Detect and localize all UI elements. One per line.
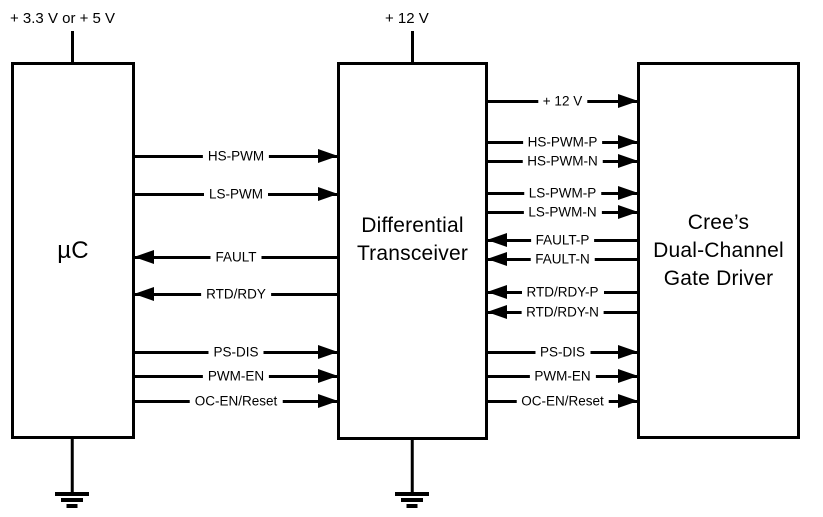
ground-bar [66, 504, 78, 508]
mcu-supply-label: + 3.3 V or + 5 V [10, 10, 116, 27]
mcu-label: µC [57, 236, 89, 264]
transceiver-label-line1: Differential [361, 214, 464, 237]
arrow-right-icon [618, 394, 638, 409]
ground-symbol-transceiver [394, 437, 430, 509]
wire-hs-pwm-p: HS-PWM-P [488, 135, 638, 150]
wire-oc-en-reset-right: OC-EN/Reset [488, 394, 638, 409]
arrow-right-icon [618, 154, 638, 169]
wire-label: HS-PWM [202, 149, 270, 163]
block-differential-transceiver: Differential Transceiver [337, 62, 488, 440]
wire-rtd-rdy: RTD/RDY [134, 287, 337, 302]
wire-label: PS-DIS [208, 345, 264, 359]
arrow-left-icon [134, 287, 154, 302]
wire-label: FAULT-N [530, 252, 595, 266]
wire-ls-pwm-p: LS-PWM-P [488, 186, 638, 201]
wire-ls-pwm-n: LS-PWM-N [488, 205, 638, 220]
ground-stem-line [70, 437, 74, 492]
wire-label: HS-PWM-N [522, 154, 603, 168]
wire-label: RTD/RDY [201, 287, 271, 301]
arrow-right-icon [318, 149, 338, 164]
arrow-right-icon [618, 345, 638, 360]
arrow-left-icon [487, 285, 507, 300]
wire-label: PWM-EN [529, 369, 596, 383]
wire-rtd-rdy-p: RTD/RDY-P [487, 285, 637, 300]
arrow-right-icon [318, 187, 338, 202]
wire-rtd-rdy-n: RTD/RDY-N [487, 305, 637, 320]
block-mcu: µC [11, 62, 135, 439]
wire-hs-pwm: HS-PWM [135, 149, 338, 164]
wire-label: OC-EN/Reset [516, 394, 609, 408]
wire-hs-pwm-n: HS-PWM-N [488, 154, 638, 169]
ground-bar [406, 504, 418, 508]
arrow-left-icon [487, 233, 507, 248]
transceiver-label-line2: Transceiver [356, 242, 469, 265]
ground-bar [395, 492, 429, 496]
wire-fault-p: FAULT-P [487, 233, 637, 248]
arrow-left-icon [487, 305, 507, 320]
wire-label: LS-PWM-N [523, 205, 602, 219]
gate-driver-label-line2: Dual-Channel [653, 238, 784, 262]
wire-label: LS-PWM-P [523, 186, 602, 200]
arrow-right-icon [618, 205, 638, 220]
wire-ls-pwm: LS-PWM [135, 187, 338, 202]
arrow-right-icon [618, 135, 638, 150]
arrow-right-icon [318, 394, 338, 409]
wire-label: RTD/RDY-P [521, 285, 604, 299]
ground-stem-line [410, 437, 414, 492]
wire-ps-dis-right: PS-DIS [488, 345, 638, 360]
block-gate-driver: Cree’s Dual-Channel Gate Driver [637, 62, 800, 439]
wire-fault: FAULT [134, 250, 337, 265]
wire-label: LS-PWM [204, 187, 268, 201]
wire-12v: + 12 V [488, 94, 638, 109]
arrow-right-icon [318, 345, 338, 360]
arrow-left-icon [134, 250, 154, 265]
ground-bar [55, 492, 89, 496]
wire-label: FAULT [210, 250, 262, 264]
transceiver-supply-stub-line [411, 31, 414, 62]
ground-symbol-mcu [54, 437, 90, 509]
wire-pwm-en-right: PWM-EN [488, 369, 638, 384]
wire-label: FAULT-P [530, 233, 595, 247]
gate-driver-label-line3: Gate Driver [663, 266, 774, 290]
wire-label: OC-EN/Reset [189, 394, 283, 408]
ground-bar [401, 498, 423, 502]
arrow-right-icon [618, 186, 638, 201]
mcu-supply-stub-line [71, 31, 74, 62]
ground-bar [61, 498, 83, 502]
wire-label: HS-PWM-P [522, 135, 603, 149]
wire-ps-dis: PS-DIS [135, 345, 338, 360]
wire-pwm-en: PWM-EN [135, 369, 338, 384]
wire-fault-n: FAULT-N [487, 252, 637, 267]
wire-label: PS-DIS [534, 345, 591, 359]
wire-oc-en-reset: OC-EN/Reset [135, 394, 338, 409]
arrow-right-icon [318, 369, 338, 384]
arrow-right-icon [618, 94, 638, 109]
wire-label: + 12 V [537, 94, 588, 108]
arrow-left-icon [487, 252, 507, 267]
wire-label: RTD/RDY-N [521, 305, 604, 319]
transceiver-label: Differential Transceiver [357, 212, 468, 268]
arrow-right-icon [618, 369, 638, 384]
gate-driver-label-line1: Cree’s [687, 210, 750, 234]
transceiver-supply-label: + 12 V [385, 10, 429, 27]
gate-driver-label: Cree’s Dual-Channel Gate Driver [653, 209, 784, 293]
wire-label: PWM-EN [202, 369, 270, 383]
